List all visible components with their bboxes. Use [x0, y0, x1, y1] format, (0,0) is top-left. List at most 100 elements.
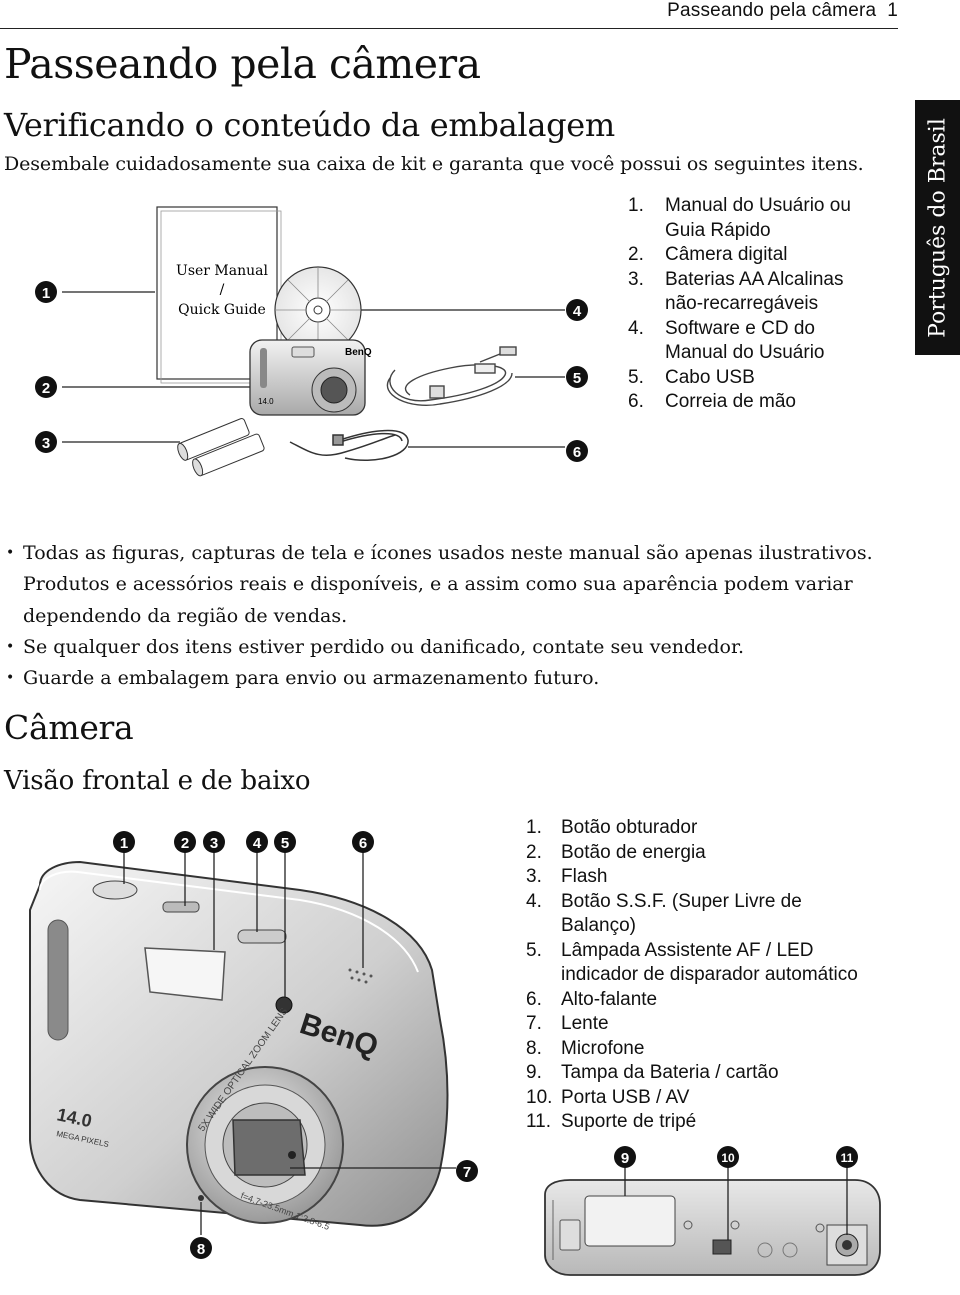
camera-part-item: 11. Suporte de tripé — [526, 1110, 906, 1135]
package-item-line: não-recarregáveis — [665, 293, 819, 314]
header-rule — [0, 28, 898, 29]
camera-part-item: 5. Lâmpada Assistente AF / LED indicador d… — [526, 939, 906, 988]
camera-part-item-text: Porta USB / AV — [561, 1086, 689, 1111]
camera-part-item-text: Botão obturador — [561, 816, 697, 841]
usb-av-port — [712, 1239, 732, 1255]
camera-part-item: 4. Botão S.S.F. (Super Livre de Balanço) — [526, 890, 906, 939]
package-item-text: Câmera digital — [665, 243, 788, 268]
front-callout-2: 2 — [181, 835, 189, 852]
camera-part-item-line: Suporte de tripé — [561, 1111, 697, 1132]
page-number: 1 — [887, 0, 898, 21]
package-item-text: Cabo USB — [665, 366, 755, 391]
camera-part-item-text: Tampa da Bateria / cartão — [561, 1061, 779, 1086]
page-title: Passeando pela câmera — [4, 40, 481, 88]
flash-window — [144, 947, 226, 1001]
note-line: Se qualquer dos itens estiver perdido ou… — [23, 635, 744, 658]
camera-part-item-text: Alto-falante — [561, 988, 657, 1013]
camera-parts-list: 1. Botão obturador 2. Botão de energia 3. Fla… — [526, 816, 906, 1135]
package-item-line: Manual do Usuário ou — [665, 195, 851, 216]
camera-part-item-line: Botão de energia — [561, 841, 706, 863]
camera-part-item-line: Lente — [561, 1013, 609, 1034]
notes-list: Todas as figuras, capturas de tela e íco… — [6, 538, 906, 695]
camera-part-item-line: indicador de disparador automático — [561, 964, 858, 985]
bottom-leader-lines — [624, 1167, 848, 1240]
package-item-number: 2. — [628, 244, 644, 265]
package-item-line: Correia de mão — [665, 391, 796, 412]
camera-part-item-text: Flash — [561, 865, 607, 890]
lens-cover — [232, 1119, 306, 1176]
camera-part-item-number: 3. — [526, 866, 542, 887]
package-item: 2. Câmera digital — [628, 243, 898, 268]
af-assist-lamp — [275, 996, 293, 1014]
package-item-line: Baterias AA Alcalinas — [665, 268, 844, 290]
camera-part-item: 3. Flash — [526, 865, 906, 890]
camera-part-item-text: Botão S.S.F. (Super Livre de Balanço) — [561, 890, 802, 939]
wrist-strap-figure — [289, 429, 409, 462]
front-leader-lines — [123, 850, 456, 1235]
package-item: 5.Cabo USB — [628, 366, 898, 391]
camera-part-item-line: Alto-falante — [561, 988, 658, 1010]
note-item: Todas as figuras, capturas de tela e íco… — [6, 538, 906, 632]
camera-part-item-number: 4. — [526, 890, 542, 912]
package-item-text: Baterias AA Alcalinas não-recarregáveis — [665, 268, 844, 317]
camera-part-item-line: Balanço) — [561, 915, 636, 936]
note-item: Se qualquer dos itens estiver perdido ou… — [6, 632, 906, 664]
camera-part-item-line: Tampa da Bateria / cartão — [561, 1062, 779, 1083]
package-item-line: Cabo USB — [665, 366, 755, 388]
camera-part-item-line: Porta USB / AV — [561, 1086, 690, 1108]
camera-part-item-number: 7. — [526, 1013, 542, 1034]
camera-part-item-line: Botão S.S.F. (Super Livre de — [561, 890, 802, 912]
camera-part-item: 6. Alto-falante — [526, 988, 906, 1013]
camera-part-item-line: Flash — [561, 866, 608, 887]
front-callout-1: 1 — [120, 835, 128, 852]
bottom-callout-10: 10 — [721, 1151, 735, 1165]
package-intro: Desembale cuidadosamente sua caixa de ki… — [4, 153, 864, 175]
front-callout-4: 4 — [253, 835, 262, 852]
batteries-figure — [177, 418, 265, 477]
camera-part-item-number: 1. — [526, 817, 542, 838]
package-item-number: 6. — [628, 391, 644, 412]
camera-part-item-number: 2. — [526, 841, 542, 863]
camera-part-item-number: 8. — [526, 1037, 542, 1059]
note-line: Produtos e acessórios reais e disponívei… — [23, 573, 853, 596]
package-item-line: Software e CD do — [665, 317, 815, 339]
running-title: Passeando pela câmera — [667, 0, 877, 21]
ssf-button — [237, 929, 287, 944]
camera-part-item-number: 10. — [526, 1086, 553, 1108]
camera-part-item-number: 6. — [526, 988, 542, 1010]
digital-camera-figure: BenQ 14.0 — [249, 339, 372, 416]
package-item-number: 4. — [628, 317, 644, 339]
package-camera-brand: BenQ — [345, 347, 372, 358]
callout-2: 2 — [42, 380, 50, 397]
front-callout-7: 7 — [463, 1164, 471, 1181]
package-item-text: Software e CD do Manual do Usuário — [665, 317, 824, 366]
front-callouts: 1 2 3 4 5 6 7 8 — [113, 831, 478, 1259]
camera-heading: Câmera — [4, 708, 134, 747]
front-bottom-view-heading: Visão frontal e de baixo — [4, 766, 311, 796]
front-callout-8: 8 — [197, 1241, 205, 1258]
camera-part-item-line: Lâmpada Assistente AF / LED — [561, 939, 814, 961]
camera-part-item-number: 11. — [526, 1111, 552, 1132]
manual-cover-line1: User Manual — [176, 263, 268, 279]
camera-part-item-line: Botão obturador — [561, 817, 698, 838]
package-heading: Verificando o conteúdo da embalagem — [4, 106, 615, 144]
power-button — [162, 901, 200, 913]
camera-part-item-number: 5. — [526, 939, 542, 961]
note-line: Todas as figuras, capturas de tela e íco… — [23, 542, 873, 564]
tripod-socket — [842, 1240, 852, 1250]
battery-card-door — [584, 1195, 676, 1247]
callout-3: 3 — [42, 435, 50, 452]
bottom-callout-9: 9 — [621, 1150, 629, 1167]
camera-bottom-illustration: 9 10 11 — [544, 1146, 881, 1276]
note-line: dependendo da região de vendas. — [23, 604, 348, 627]
note-item: Guarde a embalagem para envio ou armazen… — [6, 663, 906, 695]
camera-part-item-line: Microfone — [561, 1037, 645, 1059]
camera-part-item-number: 9. — [526, 1062, 542, 1083]
package-item-line: Manual do Usuário — [665, 342, 825, 363]
package-item-line: Câmera digital — [665, 244, 788, 265]
grip-strip — [47, 919, 69, 1041]
